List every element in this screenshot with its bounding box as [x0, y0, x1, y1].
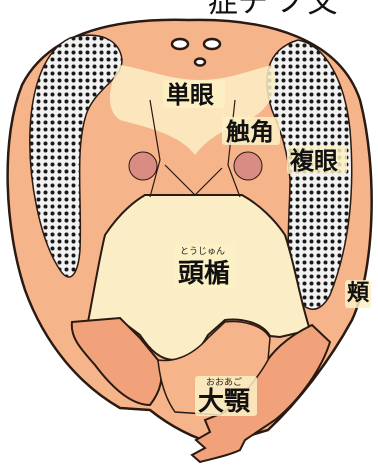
antenna-socket-left [129, 152, 157, 180]
ocellus-left [172, 39, 188, 49]
header-fragment-text: 症チ ノ文 [208, 0, 338, 20]
label-clypeus-ruby: とうじゅん [180, 248, 225, 257]
label-cheek: 頬 [347, 283, 369, 305]
ocellus-right [204, 39, 220, 49]
label-antenna: 触角 [226, 120, 274, 144]
label-mandible: 大顎 [198, 389, 250, 415]
label-ocelli: 単眼 [166, 83, 214, 107]
label-clypeus: 頭楯 [178, 261, 230, 287]
antenna-socket-right [234, 152, 262, 180]
ocellus-middle [195, 59, 205, 66]
label-compound-eye: 複眼 [290, 149, 338, 173]
